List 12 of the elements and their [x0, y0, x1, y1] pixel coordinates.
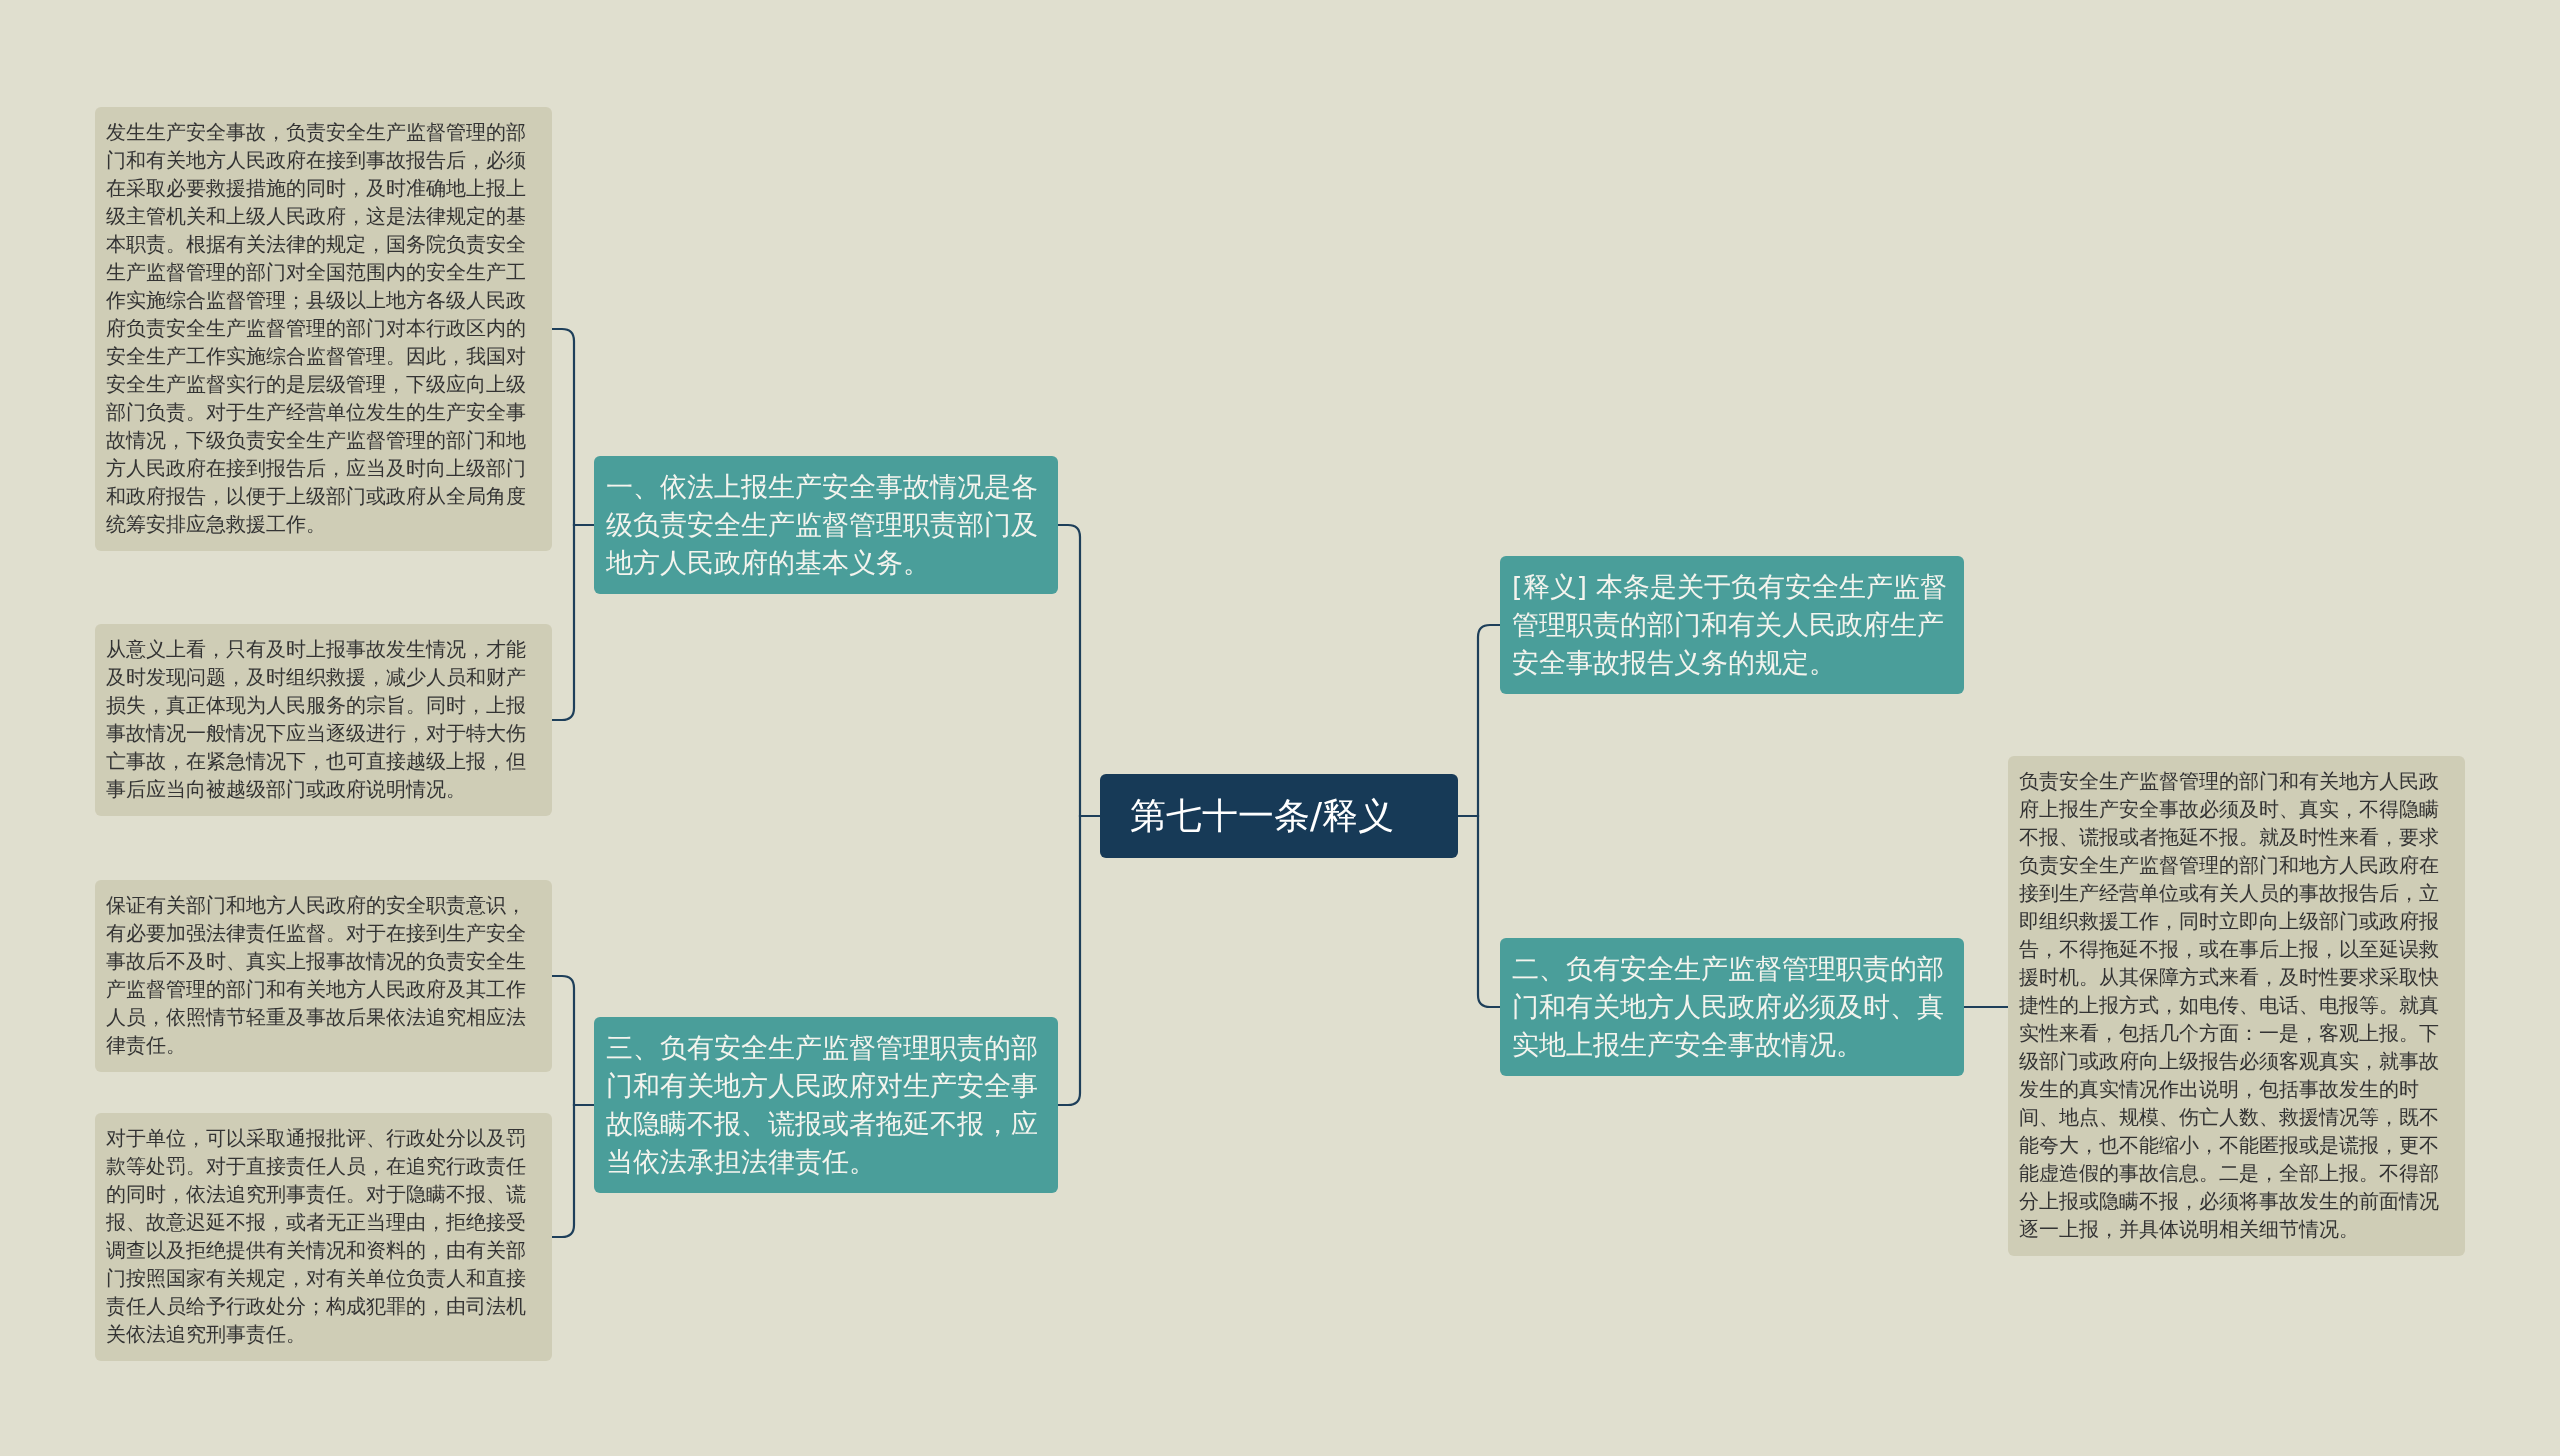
- branch-box: 三、负有安全生产监督管理职责的部门和有关地方人民政府对生产安全事故隐瞒不报、谎报或者拖延不报，应当依法承担法律责任。: [594, 1017, 1058, 1193]
- connector-line: [1964, 1005, 2008, 1009]
- topic-box: 第七十一条/释义: [1100, 774, 1458, 858]
- branch-box: 二、负有安全生产监督管理职责的部门和有关地方人民政府必须及时、真实地上报生产安全事故情况。: [1500, 938, 1964, 1076]
- note-box: 负责安全生产监督管理的部门和有关地方人民政府上报生产安全事故必须及时、真实，不得隐瞒不报、谎报或者拖延不报。就及时性来看，要求负责安全生产监督管理的部门和地方人民政府在接到生产经营单位或有关人员的事故报告后，立即组织救援工作，同时立即向上级部门或政府报告，不得拖延不报，或在事后上报，以至延误救援时机。从其保障方式来看，及时性要求采取快捷性的上报方式，如电传、电话、电报等。就真实性来看，包括几个方面：一是，客观上报。下级部门或政府向上级报告必须客观真实，就事故发生的真实情况作出说明，包括事故发生的时间、地点、规模、伤亡人数、救援情况等，既不能夸大，也不能缩小，不能匿报或是谎报，更不能虚造假的事故信息。二是，全部上报。不得部分上报或隐瞒不报，必须将事故发生的前面情况逐一上报，并具体说明相关细节情况。: [2008, 756, 2465, 1256]
- note-box: 从意义上看，只有及时上报事故发生情况，才能及时发现问题，及时组织救援，减少人员和财产损失，真正体现为人民服务的宗旨。同时，上报事故情况一般情况下应当逐级进行，对于特大伤亡事故，在紧急情况下，也可直接越级上报，但事后应当向被越级部门或政府说明情况。: [95, 624, 552, 816]
- connector-line: [1058, 814, 1100, 1107]
- note-box: 发生生产安全事故，负责安全生产监督管理的部门和有关地方人民政府在接到事故报告后，必须在采取必要救援措施的同时，及时准确地上报上级主管机关和上级人民政府，这是法律规定的基本职责。根据有关法律的规定，国务院负责安全生产监督管理的部门对全国范围内的安全生产工作实施综合监督管理；县级以上地方各级人民政府负责安全生产监督管理的部门对本行政区内的安全生产工作实施综合监督管理。因此，我国对安全生产监督实行的是层级管理，下级应向上级部门负责。对于生产经营单位发生的生产安全事故情况，下级负责安全生产监督管理的部门和地方人民政府在接到报告后，应当及时向上级部门和政府报告，以便于上级部门或政府从全局角度统筹安排应急救援工作。: [95, 107, 552, 551]
- note-box: 对于单位，可以采取通报批评、行政处分以及罚款等处罚。对于直接责任人员，在追究行政责任的同时，依法追究刑事责任。对于隐瞒不报、谎报、故意迟延不报，或者无正当理由，拒绝接受调查以及拒绝提供有关情况和资料的，由有关部门按照国家有关规定，对有关单位负责人和直接责任人员给予行政处分；构成犯罪的，由司法机关依法追究刑事责任。: [95, 1113, 552, 1361]
- branch-box: 一、依法上报生产安全事故情况是各级负责安全生产监督管理职责部门及地方人民政府的基本义务。: [594, 456, 1058, 594]
- branch-box: [释义] 本条是关于负有安全生产监督管理职责的部门和有关人民政府生产安全事故报告义务的规定。: [1500, 556, 1964, 694]
- note-box: 保证有关部门和地方人民政府的安全职责意识，有必要加强法律责任监督。对于在接到生产安全事故后不及时、真实上报事故情况的负责安全生产监督管理的部门和有关地方人民政府及其工作人员，依照情节轻重及事故后果依法追究相应法律责任。: [95, 880, 552, 1072]
